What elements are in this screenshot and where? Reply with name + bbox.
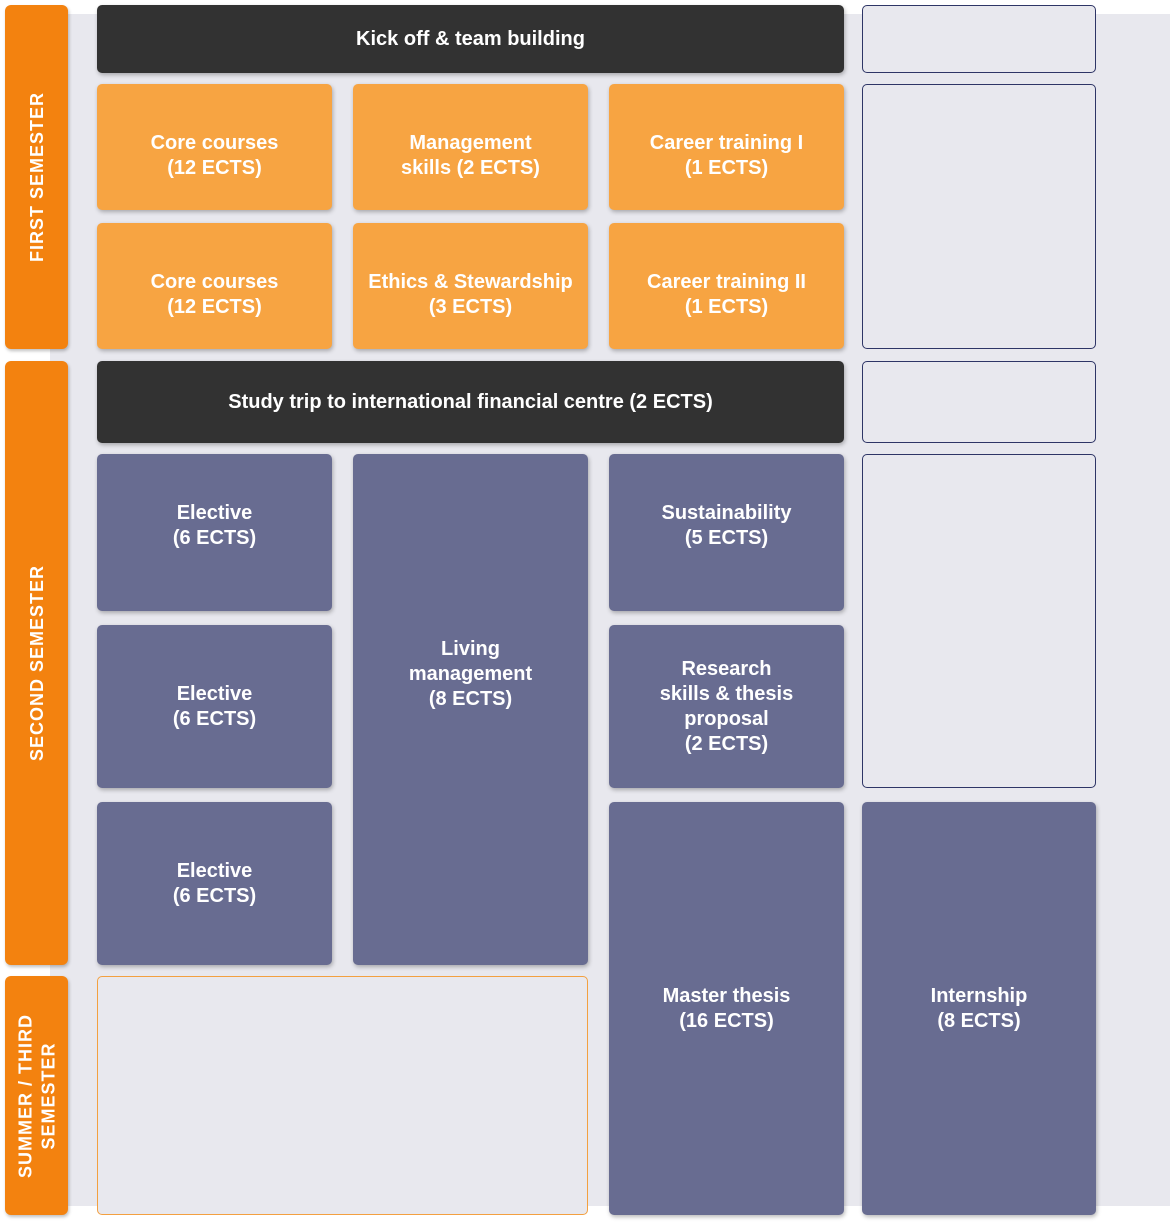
summer-semester-bar: SUMMER / THIRD SEMESTER bbox=[5, 976, 68, 1215]
study-trip-block: Study trip to international financial ce… bbox=[97, 361, 844, 443]
career-training-1-block: Career training I (1 ECTS) bbox=[609, 84, 844, 210]
core-courses-block-1: Core courses (12 ECTS) bbox=[97, 84, 332, 210]
sustainability-block: Sustainability (5 ECTS) bbox=[609, 454, 844, 611]
first-semester-label: FIRST SEMESTER bbox=[26, 91, 47, 263]
master-thesis-block: Master thesis (16 ECTS) bbox=[609, 802, 844, 1215]
empty-summer-slot bbox=[97, 976, 588, 1215]
first-semester-bar: FIRST SEMESTER bbox=[5, 5, 68, 349]
living-management-block: Living management (8 ECTS) bbox=[353, 454, 588, 965]
internship-block: Internship (8 ECTS) bbox=[862, 802, 1096, 1215]
career-training-2-block: Career training II (1 ECTS) bbox=[609, 223, 844, 349]
kickoff-block: Kick off & team building bbox=[97, 5, 844, 73]
second-semester-bar: SECOND SEMESTER bbox=[5, 361, 68, 965]
core-courses-block-2: Core courses (12 ECTS) bbox=[97, 223, 332, 349]
empty-slot-3 bbox=[862, 361, 1096, 443]
research-skills-block: Research skills & thesis proposal (2 ECT… bbox=[609, 625, 844, 788]
elective-block-3: Elective (6 ECTS) bbox=[97, 802, 332, 965]
ethics-stewardship-block: Ethics & Stewardship (3 ECTS) bbox=[353, 223, 588, 349]
empty-slot-4 bbox=[862, 454, 1096, 788]
summer-semester-label: SUMMER / THIRD SEMESTER bbox=[15, 1013, 58, 1178]
second-semester-label: SECOND SEMESTER bbox=[26, 564, 47, 762]
management-skills-block: Management skills (2 ECTS) bbox=[353, 84, 588, 210]
elective-block-2: Elective (6 ECTS) bbox=[97, 625, 332, 788]
elective-block-1: Elective (6 ECTS) bbox=[97, 454, 332, 611]
empty-slot-1 bbox=[862, 5, 1096, 73]
empty-slot-2 bbox=[862, 84, 1096, 349]
